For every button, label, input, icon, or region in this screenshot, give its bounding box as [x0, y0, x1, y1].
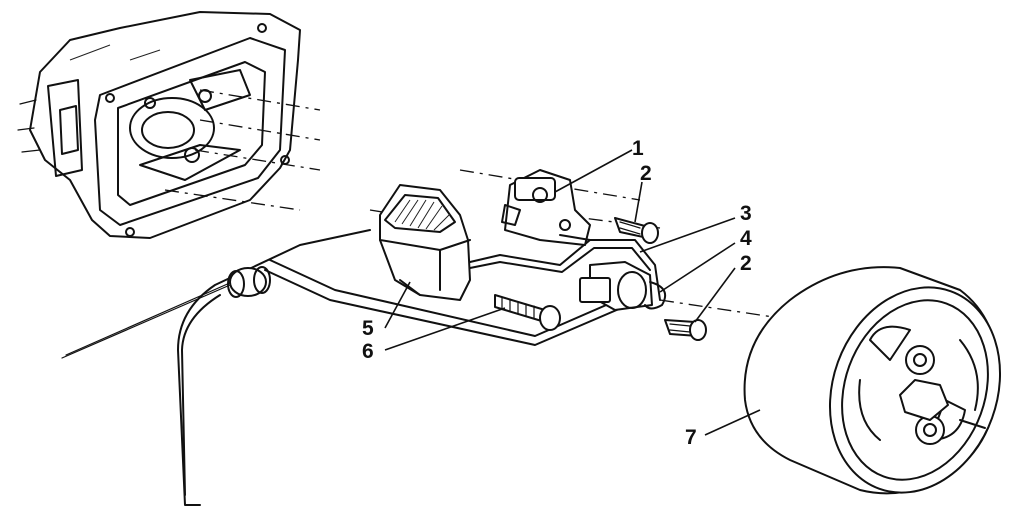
callout-6: 6	[362, 340, 374, 363]
callout-7: 7	[685, 426, 697, 449]
part-1-breaker	[501, 169, 591, 246]
callout-3: 3	[740, 202, 752, 225]
part-2-screw-lower	[664, 319, 707, 341]
crankcase-housing	[17, 11, 301, 239]
part-5-ignition-coil	[379, 184, 471, 301]
leader-lines	[384, 149, 761, 436]
part-3-connector	[579, 261, 666, 311]
wire-harness	[61, 229, 661, 506]
callout-1: 1	[632, 137, 644, 160]
part-7-flywheel	[743, 266, 1002, 495]
callout-2-lower: 2	[740, 252, 752, 275]
part-2-screw-upper	[614, 217, 659, 244]
part-6-bolt	[494, 294, 561, 331]
callout-4: 4	[740, 227, 752, 250]
callout-5: 5	[362, 317, 374, 340]
callout-2-upper: 2	[640, 162, 652, 185]
